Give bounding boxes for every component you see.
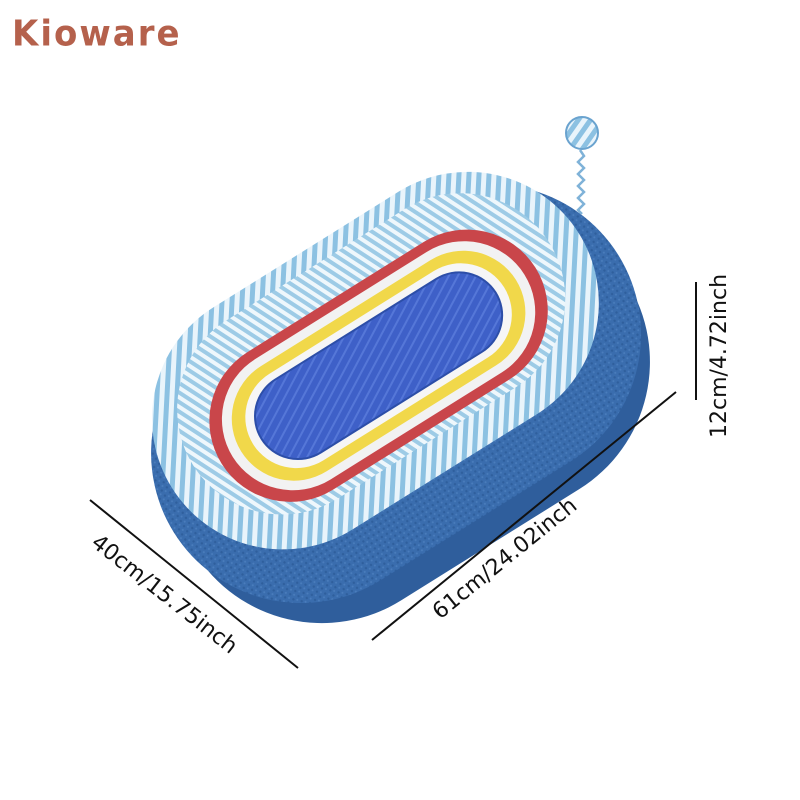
spring-toy	[565, 116, 599, 215]
center-pad	[255, 272, 503, 460]
toy-ball-icon	[565, 116, 599, 150]
brand-logo: Kioware	[12, 13, 182, 55]
height-label: 12cm/4.72inch	[707, 274, 732, 438]
cat-bed	[151, 171, 650, 624]
dimension-height: 12cm/4.72inch	[695, 274, 732, 438]
spring	[576, 149, 586, 215]
